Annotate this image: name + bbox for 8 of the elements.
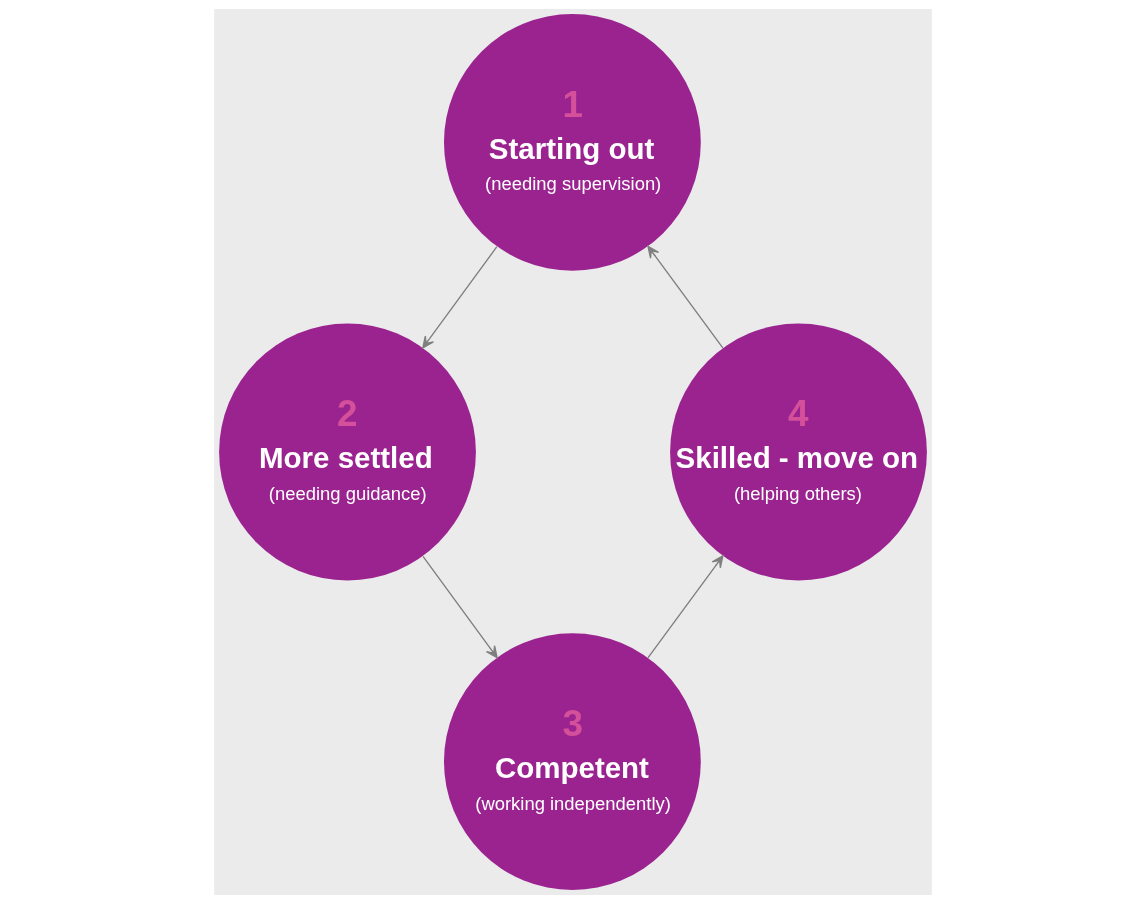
arrow <box>646 554 724 658</box>
arrow <box>421 245 498 349</box>
arrow <box>646 245 724 349</box>
arrow <box>421 555 498 658</box>
node-circle: 1 Starting out (needing supervision) <box>443 13 701 271</box>
node-circle: 3 Competent (working independently) <box>443 632 701 890</box>
node-circle: 4 Skilled - move on (helping others) <box>669 323 927 580</box>
node-circle: 2 More settled (needing guidance) <box>218 323 476 580</box>
